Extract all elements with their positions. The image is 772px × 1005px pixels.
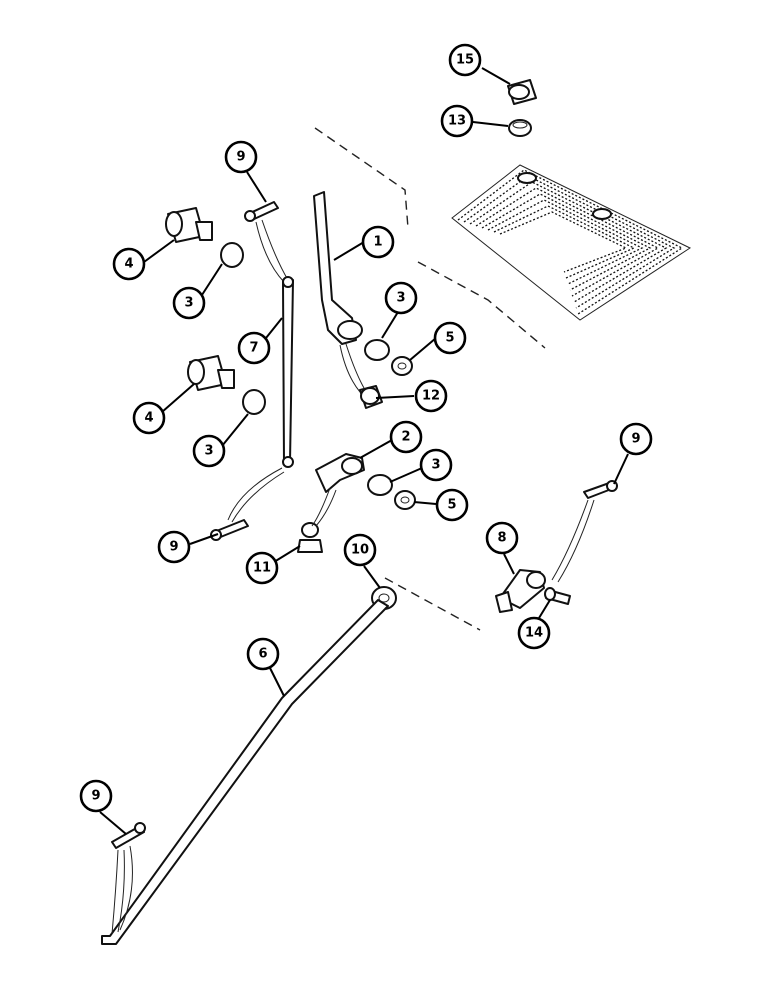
callout-2: 2 bbox=[389, 420, 423, 454]
pivot-11 bbox=[297, 522, 323, 553]
shift-boot bbox=[451, 164, 692, 321]
knob-15 bbox=[507, 79, 537, 105]
bracket-2 bbox=[315, 453, 365, 493]
callout-11: 11 bbox=[245, 551, 279, 585]
callout-5-b: 5 bbox=[435, 488, 469, 522]
callout-9-right: 9 bbox=[619, 422, 653, 456]
leader-lines bbox=[99, 67, 629, 835]
svg-text:13: 13 bbox=[448, 114, 466, 129]
svg-text:5: 5 bbox=[447, 498, 456, 513]
clip-9-bottom bbox=[111, 822, 146, 849]
clip-9-top bbox=[244, 201, 279, 222]
callout-5-a: 5 bbox=[433, 321, 467, 355]
svg-text:14: 14 bbox=[525, 626, 543, 641]
callout-12: 12 bbox=[414, 379, 448, 413]
svg-text:9: 9 bbox=[169, 540, 178, 555]
svg-text:12: 12 bbox=[422, 389, 440, 404]
callout-7: 7 bbox=[237, 331, 271, 365]
nut-13 bbox=[508, 119, 532, 137]
fitting-12 bbox=[359, 385, 383, 409]
callout-3-c: 3 bbox=[192, 434, 226, 468]
clip-9-right bbox=[583, 480, 618, 499]
svg-text:8: 8 bbox=[497, 531, 506, 546]
bushing-3-b bbox=[364, 339, 390, 361]
callout-6: 6 bbox=[246, 637, 280, 671]
callout-3-a: 3 bbox=[172, 286, 206, 320]
bushing-4-bottom bbox=[187, 355, 235, 391]
callout-9-left: 9 bbox=[157, 530, 191, 564]
svg-text:5: 5 bbox=[445, 331, 454, 346]
washer-5-a bbox=[391, 356, 413, 376]
bushing-3-d bbox=[367, 474, 393, 496]
callout-4-bottom: 4 bbox=[132, 401, 166, 435]
svg-text:3: 3 bbox=[204, 444, 213, 459]
svg-text:10: 10 bbox=[351, 543, 369, 558]
svg-text:4: 4 bbox=[124, 257, 133, 272]
callout-14: 14 bbox=[517, 616, 551, 650]
svg-text:9: 9 bbox=[236, 150, 245, 165]
svg-text:3: 3 bbox=[184, 296, 193, 311]
svg-text:9: 9 bbox=[91, 789, 100, 804]
clip-9-left bbox=[210, 519, 249, 541]
rod-6 bbox=[101, 599, 389, 945]
callout-4-top: 4 bbox=[112, 247, 146, 281]
callout-8: 8 bbox=[485, 521, 519, 555]
svg-text:3: 3 bbox=[431, 458, 440, 473]
svg-text:4: 4 bbox=[144, 411, 153, 426]
clevis-8 bbox=[495, 569, 546, 613]
callout-15: 15 bbox=[448, 43, 482, 77]
washer-5-b bbox=[394, 490, 416, 510]
svg-text:11: 11 bbox=[253, 561, 271, 576]
rod-7 bbox=[282, 276, 294, 468]
svg-text:7: 7 bbox=[249, 341, 258, 356]
callout-9-top: 9 bbox=[224, 140, 258, 174]
shift-lever-1 bbox=[313, 191, 363, 345]
bushing-3-c bbox=[242, 389, 266, 415]
bushing-3-a bbox=[220, 242, 244, 268]
svg-text:1: 1 bbox=[373, 235, 382, 250]
pin-14 bbox=[544, 587, 571, 605]
callout-9-bottom: 9 bbox=[79, 779, 113, 813]
callout-10: 10 bbox=[343, 533, 377, 567]
callout-3-b: 3 bbox=[384, 281, 418, 315]
svg-text:9: 9 bbox=[631, 432, 640, 447]
svg-text:2: 2 bbox=[401, 430, 410, 445]
callout-1: 1 bbox=[361, 225, 395, 259]
callout-13: 13 bbox=[440, 104, 474, 138]
svg-text:15: 15 bbox=[456, 53, 474, 68]
svg-text:3: 3 bbox=[396, 291, 405, 306]
callout-3-d: 3 bbox=[419, 448, 453, 482]
svg-text:6: 6 bbox=[258, 647, 267, 662]
floor-plate-outline bbox=[314, 127, 546, 631]
bushing-4-top bbox=[165, 207, 213, 243]
